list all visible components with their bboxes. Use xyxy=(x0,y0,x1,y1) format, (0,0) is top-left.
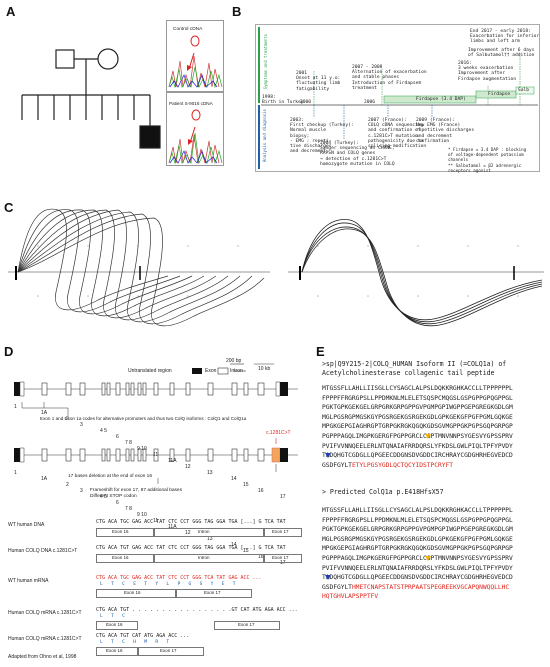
checkup-2003-event: 2003: First checkup (Turkey): Normal mus… xyxy=(290,118,354,155)
chromatogram-control: Control cDNA xyxy=(166,20,224,92)
seq-row-mut-mrna-2: Human COLQ mRNA c.1281C>T CTG ACA TGT CA… xyxy=(8,632,304,656)
exon-numbers-row1: 1 1A 2 3 4 5 6 7 8 9 10 11 11A 12 13 14 … xyxy=(14,404,286,500)
event-2016: 2016: 3 weeks exacerbation Improvement a… xyxy=(458,61,517,82)
emg-2009-event: 2009 (France): New EMG (France) repetiti… xyxy=(416,118,475,144)
gene-diagram: Untranslated region Exon Intron 200 bp 1… xyxy=(8,356,304,661)
panel-d-label: D xyxy=(4,344,14,359)
yellow-marker-wt xyxy=(425,434,431,439)
chromatogram-patient: Patient S-9016 cDNA xyxy=(166,92,224,166)
timeline-box: Symptoms and treatments Analysis and dia… xyxy=(255,24,540,173)
seq-row-mut-mrna-1: Human COLQ mRNA c.1281C>T CTG ACA TGT . … xyxy=(8,606,304,634)
pedigree-chart xyxy=(21,48,161,149)
axis-analysis: Analysis and diagnosis xyxy=(261,109,267,163)
footnote: * Firdapse = 3.4 DAP : blocking of volta… xyxy=(448,147,527,173)
yellow-marker-mut xyxy=(425,556,431,561)
scale-bp: 200 bp xyxy=(226,358,242,364)
france-2007-event: 2007 (France): COLQ cDNA sequencing and … xyxy=(368,118,427,150)
mutated-exon-16 xyxy=(271,447,281,463)
firdapse-bar-1 xyxy=(383,95,477,104)
emg-trace-left xyxy=(8,208,270,327)
axis-symptoms: Symptoms and treatments xyxy=(263,33,269,90)
firdapse-label-1: Firdapse (3.4 DAP) xyxy=(416,97,466,102)
seq-row-wt-dna: WT human DNA CTG ACA TGC GAG ACC TAT CTC… xyxy=(8,518,304,544)
predicted-title: > Predicted ColQ1a p.E418HfsX57 xyxy=(322,488,444,496)
exacerbation-2017-event: End 2017 - early 2018: Exacerbation for … xyxy=(470,29,540,45)
panel-e-label: E xyxy=(316,344,325,359)
seq-row-wt-mrna: WT human mRNA CTG ACA TGC GAG ACC TAT CT… xyxy=(8,574,304,604)
salbutamol-label: Salb xyxy=(518,88,530,93)
onset-event: 2001 Onset at 11 y.o: fluctuating limb f… xyxy=(296,71,341,92)
wt-sequence: MTGSSFLLAHLLIISGLLCYSAGCLALPSLDQKKRGHKAC… xyxy=(322,385,513,469)
turkey-2004-event: 2004 (Turkey): Sanger sequencing on CHRN… xyxy=(320,141,395,167)
blue-marker-mut xyxy=(325,575,331,580)
treatment-2007-event: 2007 - 2008 Alternation of exacerbation … xyxy=(352,65,427,91)
birth-event: 1998: Birth in Turkey xyxy=(262,95,304,106)
exon-numbers-row2: 1 1A 2 3 4 5 6 7 8 9 10 11 11A 12 13 14 … xyxy=(14,470,286,566)
pedigree-mother xyxy=(97,48,119,70)
mut-markers xyxy=(325,556,431,580)
seq-row-mut-dna: Human COLQ DNA c.1281C>T CTG ACA TGT GAG… xyxy=(8,544,304,570)
mut-sequence: MTGSSFLLAHLLIISGLLCYSAGCLALPSLDQKKRGHKAC… xyxy=(322,507,513,601)
panel-a-label: A xyxy=(6,4,16,19)
firdapse-label-2: Firdapse xyxy=(488,92,511,97)
scale-kb: 10 kb xyxy=(258,366,271,372)
pedigree-father xyxy=(55,49,75,69)
blue-marker-wt xyxy=(325,453,331,458)
mutation-tag: c.1281C>T xyxy=(266,430,291,436)
legend-exon: Exon xyxy=(205,368,217,374)
wt-markers xyxy=(325,434,431,458)
wt-header: >sp|Q9Y215-2|COLQ_HUMAN Isoform II (=COL… xyxy=(322,360,507,377)
frameshift-note: Frameshift for exon 17, 87 additional ba… xyxy=(90,488,182,499)
emg-trace-right xyxy=(288,219,544,326)
pedigree-proband xyxy=(139,125,161,149)
promoter-note: Exon 1 and Exon 1a codes for alternative… xyxy=(40,416,247,421)
deletion-note: 17 bases deletion at the end of exon 16 xyxy=(68,474,153,479)
legend-utr: Untranslated region xyxy=(128,368,172,374)
year-2006: 2006 xyxy=(364,100,376,105)
firdapse-bar-2 xyxy=(475,90,517,99)
panel-c-label: C xyxy=(4,200,14,215)
improvement-event: Improvement after 6 days of Salbutamol††… xyxy=(468,48,535,59)
salbutamol-bar xyxy=(515,86,535,95)
panel-b-label: B xyxy=(232,4,242,19)
protein-sequences: >sp|Q9Y215-2|COLQ_HUMAN Isoform II (=COL… xyxy=(322,360,546,660)
legend-intron: Intron xyxy=(230,368,243,374)
credit: Adapted from Ohno et al, 1998 xyxy=(8,654,77,660)
year-2000: 2000 xyxy=(300,100,312,105)
